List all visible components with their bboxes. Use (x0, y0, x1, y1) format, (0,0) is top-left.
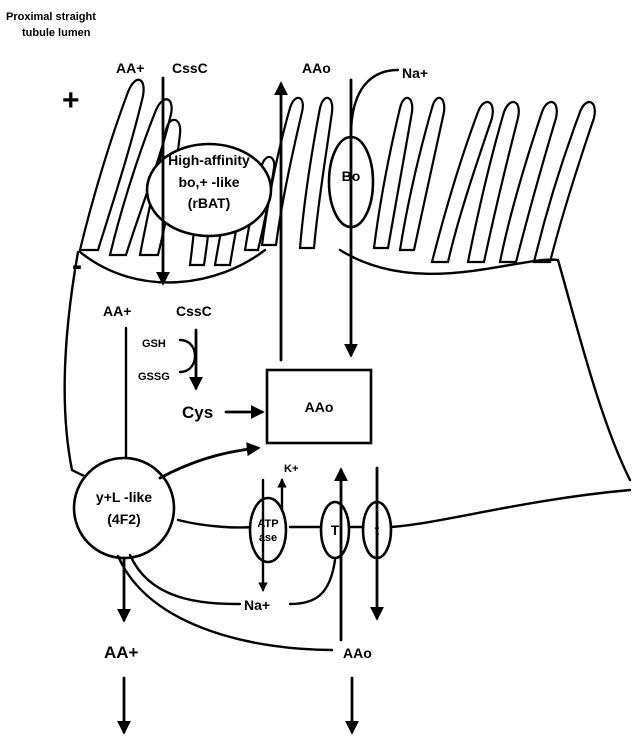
rbat-label-line1: High-affinity (168, 152, 250, 168)
header-line2: tubule lumen (22, 27, 91, 39)
cys-label: Cys (182, 403, 213, 422)
blood-aa-plus: AA+ (104, 643, 139, 662)
gssg-label: GSSG (138, 371, 170, 383)
blood-aa-zero: AAo (343, 645, 372, 661)
gsh-gssg-curve (180, 340, 195, 372)
k-plus-label: K+ (284, 463, 298, 475)
y-l-label-line1: y+L -like (96, 489, 152, 505)
basolateral-na-plus: Na+ (244, 597, 270, 613)
cell-aa-plus: AA+ (103, 303, 131, 319)
y-l-label-line2: (4F2) (107, 511, 140, 527)
gsh-label: GSH (142, 338, 166, 350)
lumen-aa-plus: AA+ (116, 60, 144, 76)
lumen-na-plus: Na+ (402, 65, 428, 81)
lumen-aa-zero: AAo (302, 60, 331, 76)
atpase-label-line2: ase (259, 532, 277, 544)
yl-to-pool-arrow (160, 448, 258, 478)
plus-sign: + (62, 84, 80, 117)
y-l-transporter (74, 458, 174, 558)
atpase-pump (250, 498, 286, 562)
na-to-t-curve (290, 560, 335, 604)
header-line1: Proximal straight (6, 11, 96, 23)
atpase-label-line1: ATP (257, 518, 278, 530)
rbat-label-line2: bo,+ -like (178, 174, 239, 190)
na-cotransport-curve (351, 70, 398, 132)
cell-cssc: CssC (176, 303, 212, 319)
t-upper-label: T (331, 522, 340, 538)
pool-label: AAo (305, 399, 334, 415)
cell-outline (65, 250, 630, 480)
rbat-label-line3: (rBAT) (188, 195, 231, 211)
lumen-cssc: CssC (172, 60, 208, 76)
